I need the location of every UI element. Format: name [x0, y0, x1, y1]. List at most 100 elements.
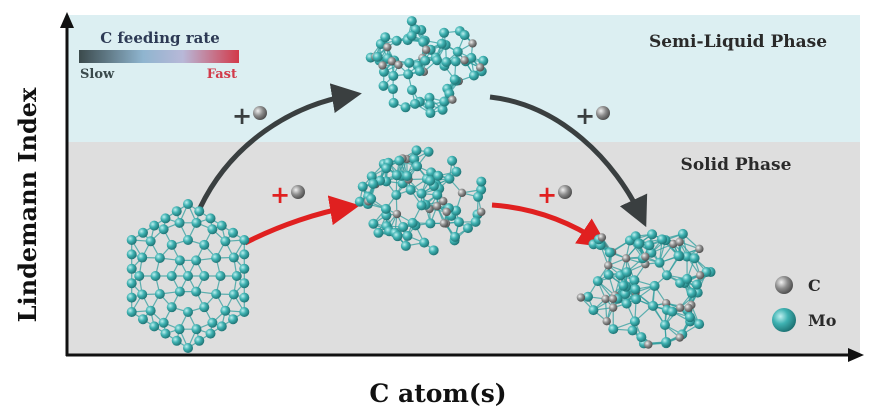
mo-atom — [432, 189, 443, 200]
c-atom — [641, 252, 650, 261]
mo-atom — [239, 249, 250, 260]
mo-atom — [207, 317, 218, 328]
mo-atom — [194, 206, 205, 217]
mo-atom — [424, 99, 435, 110]
svg-text:+: + — [537, 180, 557, 209]
mo-atom — [215, 271, 226, 281]
mo-atom — [366, 193, 377, 204]
mo-atom — [406, 16, 417, 27]
mo-atom — [405, 184, 416, 195]
carbon-atom-icon — [253, 106, 267, 120]
mo-atom — [191, 324, 202, 335]
mo-atom — [199, 271, 210, 281]
mo-atom — [166, 239, 177, 250]
mo-atom — [191, 286, 202, 297]
mo-atom — [199, 302, 210, 313]
c-atom — [644, 340, 653, 349]
slow-add-carbon-marker-1: + — [232, 101, 267, 130]
svg-text:+: + — [270, 180, 290, 209]
mo-atom — [154, 289, 165, 299]
c-atom — [383, 42, 392, 52]
mo-atom — [207, 224, 218, 235]
mo-atom — [603, 269, 614, 280]
mo-atom — [453, 217, 464, 228]
mo-atom — [183, 199, 193, 209]
mo-atom — [228, 252, 239, 263]
mo-atom — [462, 223, 473, 234]
mo-atom — [160, 213, 171, 224]
mo-atom — [621, 267, 632, 278]
mo-atom — [659, 320, 670, 331]
mo-atom — [394, 155, 405, 166]
c-atom — [457, 188, 467, 198]
feeding-rate-title: C feeding rate — [100, 29, 220, 47]
mo-atom — [473, 191, 484, 202]
mo-atom — [216, 220, 227, 231]
mo-atom — [441, 57, 452, 68]
c-atom — [684, 303, 693, 313]
mo-atom — [183, 235, 193, 245]
c-atom — [477, 207, 486, 217]
mo-atom — [154, 253, 165, 263]
c-atom — [675, 237, 684, 247]
mo-atom — [649, 280, 660, 291]
cluster-pure-mo-icosahedral — [126, 199, 250, 353]
c-atom — [387, 57, 397, 66]
mo-atom — [636, 332, 647, 343]
mo-atom — [419, 237, 430, 248]
mo-atom — [682, 251, 693, 262]
mo-atom — [228, 289, 239, 300]
c-atom — [675, 303, 685, 312]
semi-liquid-phase-label: Semi-Liquid Phase — [649, 32, 827, 52]
mo-atom — [211, 289, 222, 299]
mo-atom — [391, 170, 402, 181]
mo-atom — [357, 181, 368, 192]
mo-atom — [684, 312, 695, 323]
mo-atom — [406, 85, 417, 96]
mo-atom — [647, 229, 658, 240]
c-atom — [442, 207, 451, 217]
mo-atom — [239, 278, 250, 289]
mo-atom — [160, 328, 171, 339]
mo-atom — [205, 213, 216, 224]
mo-atom — [657, 234, 668, 245]
mo-atom — [220, 236, 231, 247]
c-atom — [675, 333, 684, 342]
mo-atom — [171, 206, 182, 217]
c-atom — [392, 209, 402, 219]
solid-phase-label: Solid Phase — [681, 155, 792, 175]
mo-atom — [387, 84, 398, 95]
c-atom — [439, 219, 449, 228]
mo-atom — [228, 314, 239, 325]
mo-atom — [402, 170, 413, 181]
c-atom — [608, 303, 618, 312]
mo-atom — [388, 97, 399, 108]
x-axis-arrowhead — [848, 348, 864, 362]
mo-atom — [432, 55, 443, 66]
c-atom — [432, 201, 442, 211]
mo-atom — [629, 316, 640, 327]
mo-atom — [149, 321, 160, 332]
c-atom — [378, 61, 387, 70]
mo-atom — [380, 32, 391, 43]
mo-atom — [621, 298, 632, 309]
mo-atom — [150, 271, 161, 281]
mo-atom — [171, 335, 182, 346]
mo-atom — [425, 108, 436, 119]
c-atom — [394, 60, 403, 70]
mo-atom — [416, 200, 427, 211]
solid-band — [67, 142, 860, 355]
mo-atom — [631, 294, 642, 305]
mo-atom — [126, 307, 137, 317]
mo-atom — [220, 305, 231, 316]
mo-atom — [183, 343, 193, 353]
mo-atom — [588, 305, 599, 316]
mo-atom — [137, 314, 148, 325]
mo-atom — [158, 224, 169, 235]
c-atom — [460, 56, 469, 65]
x-axis-label: C atom(s) — [369, 379, 506, 408]
fast-add-carbon-marker-2: + — [537, 180, 572, 209]
mo-atom — [404, 57, 415, 68]
atom-legend: C Mo — [772, 276, 837, 332]
mo-atom — [391, 35, 402, 46]
